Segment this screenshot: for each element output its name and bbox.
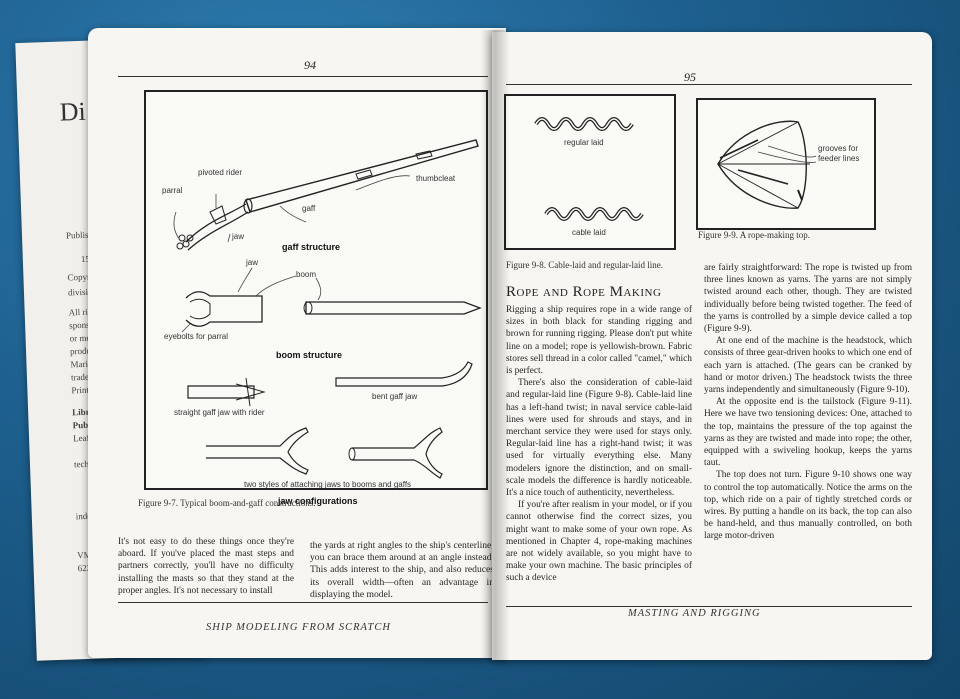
label-pivoted-rider: pivoted rider bbox=[198, 168, 243, 177]
right-page-column-2: are fairly straightforward: The rope is … bbox=[704, 262, 912, 543]
label-eyebolts: eyebolts for parral bbox=[164, 332, 229, 341]
label-gaff-structure: gaff structure bbox=[282, 242, 341, 252]
left-column-2-text: the yards at right angles to the ship's … bbox=[310, 540, 494, 600]
header-rule-left bbox=[118, 76, 488, 77]
figure-9-8-caption: Figure 9-8. Cable-laid and regular-laid … bbox=[506, 260, 664, 270]
figure-9-7-box: parral pivoted rider jaw gaff thumbcleat… bbox=[144, 90, 488, 506]
paragraph: At the opposite end is the tailstock (Fi… bbox=[704, 397, 912, 469]
label-straight-gaff-jaw: straight gaff jaw with rider bbox=[174, 408, 265, 417]
figure-9-7-drawing bbox=[173, 139, 482, 479]
label-grooves-feeder: grooves for feeder lines bbox=[818, 144, 860, 163]
footer-rule-left bbox=[118, 602, 488, 603]
label-regular-laid: regular laid bbox=[564, 138, 604, 147]
paragraph: At one end of the machine is the headsto… bbox=[704, 336, 912, 396]
page-number-right: 95 bbox=[684, 70, 696, 84]
left-page-column-1: It's not easy to do these things once th… bbox=[118, 536, 294, 597]
label-boom-structure: boom structure bbox=[276, 350, 343, 360]
figure-9-8-box: regular laid cable laid bbox=[504, 94, 676, 250]
paragraph: There's also the consideration of cable-… bbox=[506, 378, 692, 499]
left-page-column-2: the yards at right angles to the ship's … bbox=[310, 540, 494, 601]
figure-9-8-drawing bbox=[534, 117, 644, 221]
book-gutter-shadow bbox=[480, 30, 510, 660]
label-parral: parral bbox=[162, 186, 183, 195]
label-jaw-mid: jaw bbox=[246, 258, 259, 267]
back-page-title-fragment: Di bbox=[59, 96, 87, 127]
header-rule-right bbox=[506, 84, 912, 85]
page-number-left: 94 bbox=[304, 58, 316, 72]
paragraph: If you're after realism in your model, o… bbox=[506, 500, 692, 584]
label-two-styles: two styles of attaching jaws to booms an… bbox=[244, 480, 412, 489]
figure-9-9-caption: Figure 9-9. A rope-making top. bbox=[698, 230, 810, 240]
figure-9-9-box: grooves for feeder lines bbox=[696, 98, 876, 230]
label-boom: boom bbox=[296, 270, 317, 279]
right-page-column-1: Rigging a ship requires rope in a wide r… bbox=[506, 304, 692, 585]
label-thumbcleat: thumbcleat bbox=[416, 174, 456, 183]
label-jaw-configurations: jaw configurations bbox=[278, 496, 358, 506]
right-page: 95 regular laid cable laid grooves for f… bbox=[492, 32, 932, 660]
paragraph: The top does not turn. Figure 9-10 shows… bbox=[704, 470, 912, 542]
figure-9-7-caption: Figure 9-7. Typical boom-and-gaff constr… bbox=[138, 498, 316, 508]
left-page: 94 bbox=[88, 28, 506, 658]
left-column-1-text: It's not easy to do these things once th… bbox=[118, 537, 294, 596]
right-page-footer: MASTING AND RIGGING bbox=[628, 608, 761, 619]
label-gaff: gaff bbox=[302, 204, 316, 213]
left-page-footer: SHIP MODELING FROM SCRATCH bbox=[206, 622, 391, 633]
label-bent-gaff-jaw: bent gaff jaw bbox=[372, 392, 418, 401]
paragraph: Rigging a ship requires rope in a wide r… bbox=[506, 305, 692, 377]
label-jaw-top: jaw bbox=[232, 232, 245, 241]
footer-rule-right bbox=[506, 606, 912, 607]
label-cable-laid: cable laid bbox=[572, 228, 606, 237]
paragraph: are fairly straightforward: The rope is … bbox=[704, 263, 912, 335]
section-heading: Rope and Rope Making bbox=[506, 284, 662, 300]
figure-9-9-drawing bbox=[717, 120, 817, 209]
